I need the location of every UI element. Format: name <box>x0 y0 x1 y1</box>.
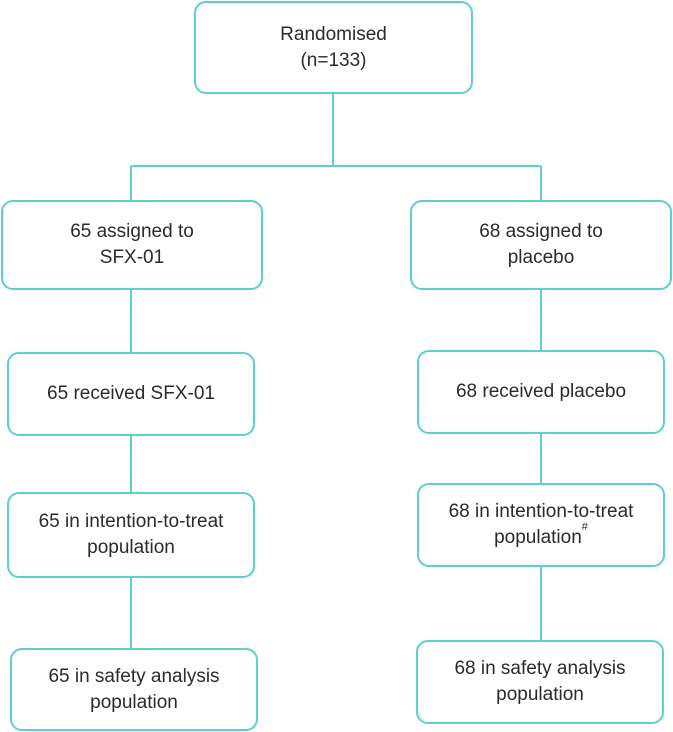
randomised-box: Randomised (n=133) <box>194 1 473 94</box>
randomised-count: (n=133) <box>300 49 367 71</box>
placebo-safety-line1: 68 in safety analysis <box>454 658 626 679</box>
placebo-itt-line2-wrap: population# <box>449 521 634 551</box>
placebo-received-label: 68 received placebo <box>455 381 627 402</box>
placebo-safety-line2: population <box>496 684 584 705</box>
sfx-safety-box: 65 in safety analysis population <box>10 648 258 731</box>
sfx-assigned-line2: SFX-01 <box>99 247 165 268</box>
placebo-assigned-box: 68 assigned to placebo <box>410 200 672 290</box>
sfx-received-box: 65 received SFX-01 <box>7 352 255 436</box>
sfx-assigned-line1: 65 assigned to <box>70 221 194 242</box>
placebo-itt-line2: population <box>494 527 582 548</box>
sfx-safety-line1: 65 in safety analysis <box>48 665 220 687</box>
sfx-itt-line2: population <box>87 537 175 558</box>
sfx-assigned-box: 65 assigned to SFX-01 <box>1 200 263 290</box>
placebo-safety-box: 68 in safety analysis population <box>416 640 664 724</box>
sfx-itt-line1: 65 in intention-to-treat <box>38 511 224 532</box>
placebo-assigned-line1: 68 assigned to <box>479 221 603 242</box>
placebo-itt-line1: 68 in intention-to-treat <box>448 501 634 522</box>
randomised-label: Randomised <box>280 23 387 45</box>
sfx-received-label: 65 received SFX-01 <box>47 383 215 404</box>
placebo-received-box: 68 received placebo <box>417 350 665 434</box>
placebo-assigned-line2: placebo <box>507 247 575 268</box>
placebo-itt-box: 68 in intention-to-treat population# <box>417 483 665 567</box>
footnote-mark: # <box>581 520 588 533</box>
sfx-itt-box: 65 in intention-to-treat population <box>7 492 255 578</box>
sfx-safety-line2: population <box>90 691 178 713</box>
